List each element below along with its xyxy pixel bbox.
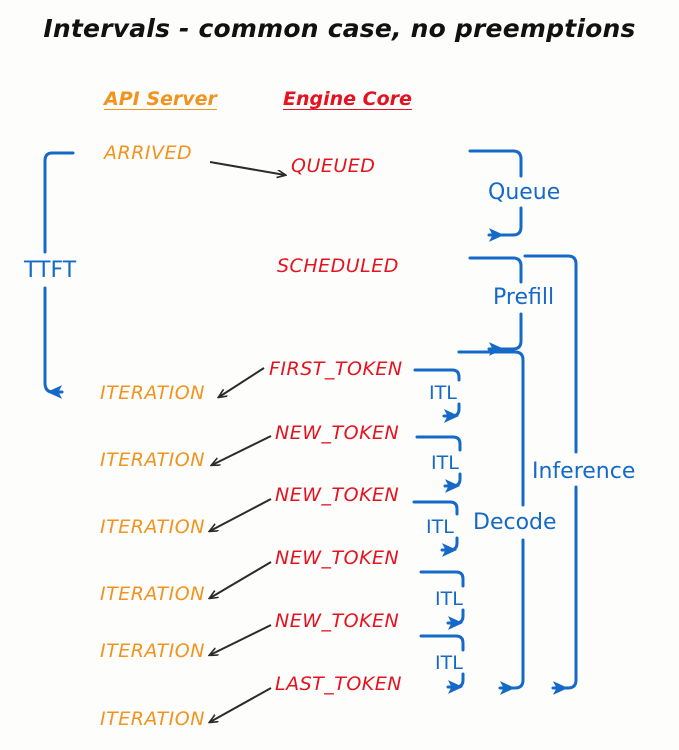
arrow-arrived-to-queued (209, 161, 285, 175)
arrow-new-token-to-iteration (210, 498, 272, 531)
event-new-token: NEW_TOKEN (275, 484, 400, 506)
event-first-token: FIRST_TOKEN (269, 358, 403, 380)
event-last-token: LAST_TOKEN (275, 673, 402, 695)
interval-label-inference: Inference (528, 459, 640, 484)
event-queued: QUEUED (291, 155, 376, 177)
bracket-prefill (468, 256, 523, 356)
event-new-token: NEW_TOKEN (275, 547, 400, 569)
bracket-queue (468, 149, 523, 242)
page-title: Intervals - common case, no preemptions (43, 14, 636, 43)
interval-label-itl: ITL (428, 382, 458, 404)
arrow-new-token-to-iteration (210, 624, 272, 655)
bracket-itl (415, 435, 462, 493)
arrow-new-token-to-iteration (212, 435, 272, 465)
event-iteration: ITERATION (100, 708, 205, 730)
arrow-first-token-to-iteration (219, 367, 265, 397)
interval-label-itl: ITL (425, 516, 455, 538)
arrow-last-token-to-iteration (210, 687, 272, 722)
column-header-api-server: API Server (104, 88, 217, 110)
event-scheduled: SCHEDULED (277, 255, 399, 277)
arrow-new-token-to-iteration (210, 561, 272, 598)
event-iteration: ITERATION (100, 516, 205, 538)
interval-label-queue: Queue (484, 180, 565, 205)
event-arrived: ARRIVED (104, 142, 193, 164)
interval-label-prefill: Prefill (489, 285, 559, 310)
event-new-token: NEW_TOKEN (275, 422, 400, 444)
interval-label-ttft: TTFT (20, 258, 81, 283)
interval-label-itl: ITL (434, 588, 464, 610)
bracket-inference (523, 254, 578, 695)
event-iteration: ITERATION (100, 583, 205, 605)
column-header-engine-core: Engine Core (283, 88, 412, 110)
event-iteration: ITERATION (100, 449, 205, 471)
interval-label-itl: ITL (434, 652, 464, 674)
interval-label-itl: ITL (430, 452, 460, 474)
bracket-itl (419, 634, 465, 694)
bracket-decode (457, 350, 525, 695)
bracket-itl (419, 570, 465, 630)
event-new-token: NEW_TOKEN (275, 610, 400, 632)
bracket-ttft (43, 151, 75, 399)
interval-label-decode: Decode (469, 510, 561, 535)
bracket-itl (413, 368, 461, 423)
event-iteration: ITERATION (100, 382, 205, 404)
event-iteration: ITERATION (100, 640, 205, 662)
bracket-itl (412, 500, 459, 557)
